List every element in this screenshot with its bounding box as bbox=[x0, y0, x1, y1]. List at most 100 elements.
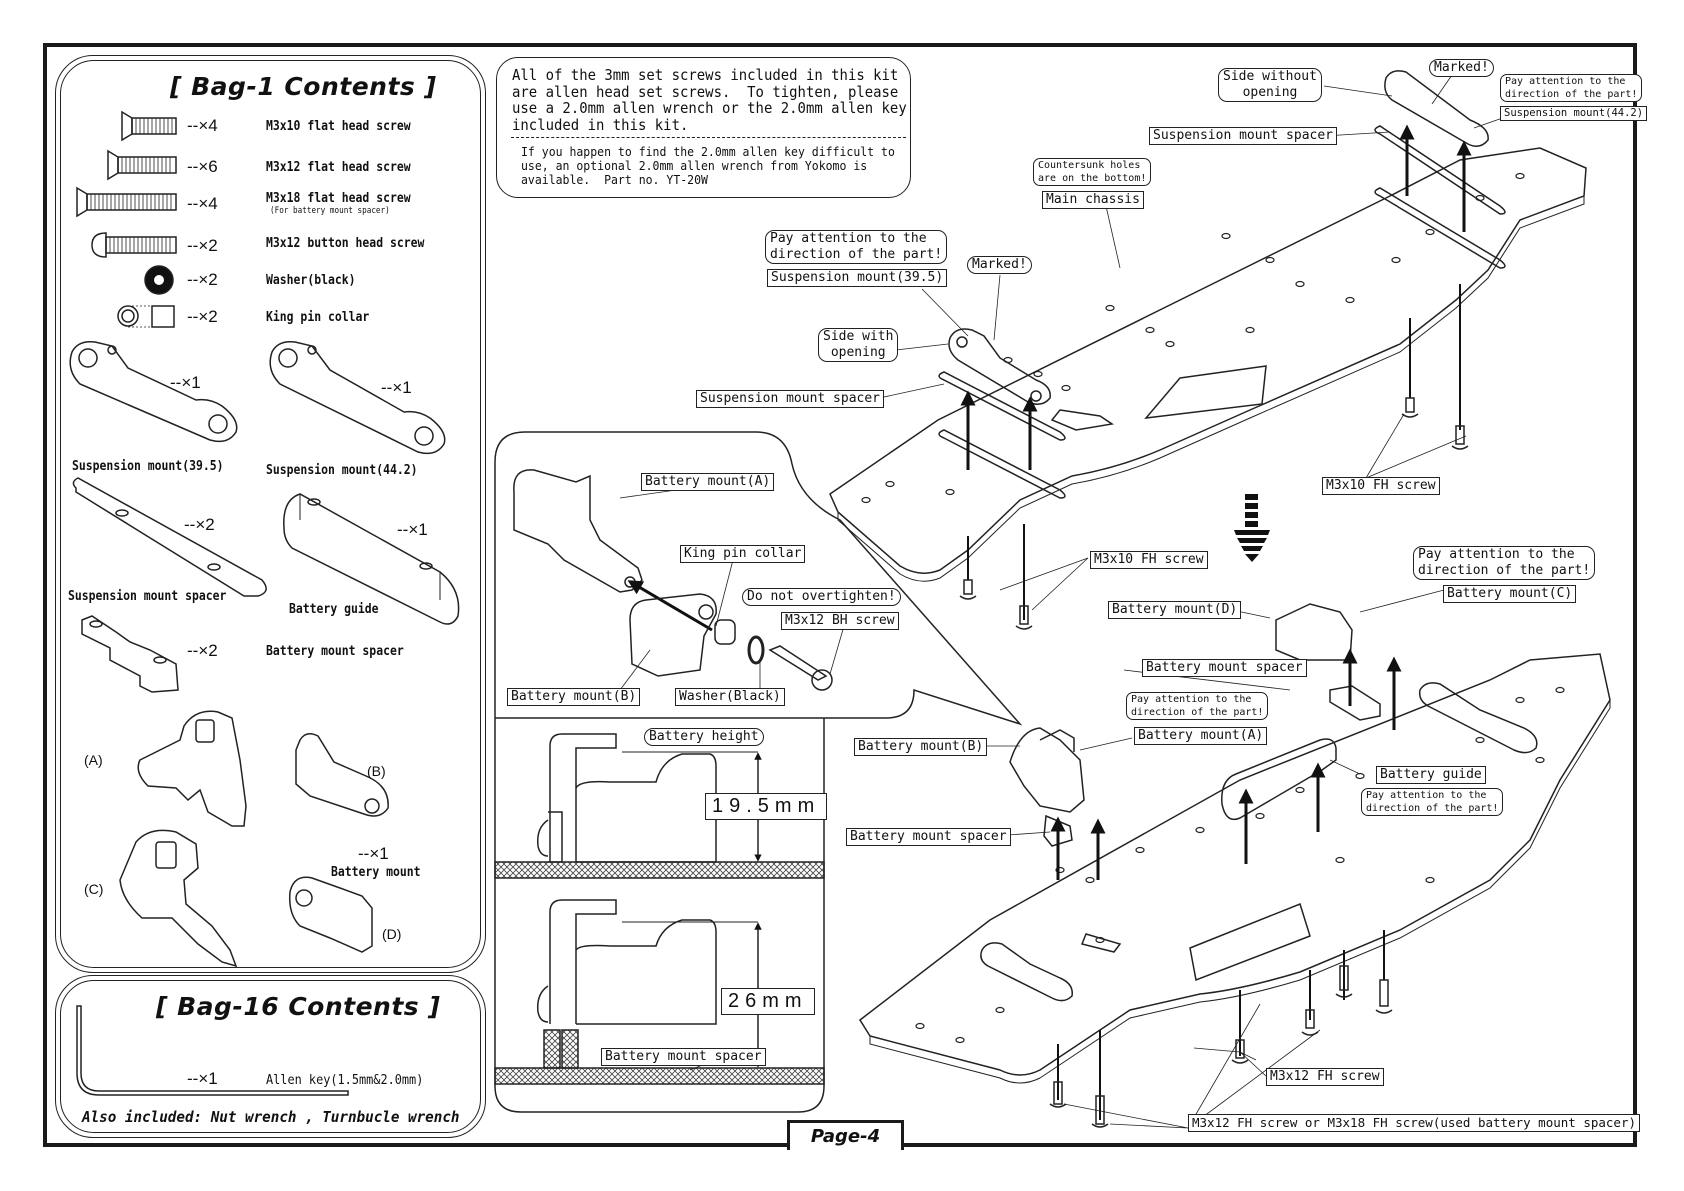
detail-bh-screw bbox=[768, 645, 833, 691]
height-diagram-bottom bbox=[494, 899, 825, 1085]
battery-mount-variant-label: (D) bbox=[382, 926, 402, 942]
battery-mount-qty: --×1 bbox=[358, 844, 389, 863]
detail-battery-mount-b bbox=[629, 593, 717, 677]
bag1-item-name: Washer(black) bbox=[266, 273, 356, 288]
battery-mount-b-drawing bbox=[295, 733, 389, 817]
bag1-item-qty: --×6 bbox=[187, 157, 218, 176]
bag1-part-name: Suspension mount(44.2) bbox=[266, 463, 418, 478]
battery-mount-name: Battery mount bbox=[331, 865, 421, 880]
detail-king-pin-collar bbox=[714, 619, 736, 645]
upper-chassis-holes bbox=[861, 172, 1525, 504]
also-included-text: Also included: Nut wrench , Turnbucle wr… bbox=[82, 1108, 460, 1126]
battery-mount-variant-label: (C) bbox=[84, 881, 104, 897]
upper-main-chassis bbox=[829, 147, 1587, 582]
button-head-screw-icon bbox=[91, 232, 177, 258]
bag1-part-qty: --×2 bbox=[184, 515, 215, 534]
lower-suspension-mounts bbox=[980, 682, 1538, 1002]
bag1-item-name: M3x12 flat head screw bbox=[266, 160, 411, 175]
battery-mount-variant-label: (B) bbox=[367, 763, 386, 779]
bag1-part-qty: --×1 bbox=[381, 378, 412, 397]
bag1-item-name: M3x18 flat head screw bbox=[266, 191, 411, 206]
bag1-item-qty: --×4 bbox=[187, 194, 218, 213]
lower-battery-parts bbox=[1009, 603, 1381, 847]
bag1-item-qty: --×2 bbox=[187, 270, 218, 289]
allen-key-info-box: All of the 3mm set screws included in th… bbox=[496, 57, 911, 198]
detail-washer bbox=[747, 635, 765, 665]
bag1-part-name: Suspension mount(39.5) bbox=[72, 459, 224, 474]
label-m3x12-or-m3x18-fh-screw: M3x12 FH screw or M3x18 FH screw(used ba… bbox=[1188, 1114, 1641, 1132]
note-pay-attention: Pay attention to the direction of the pa… bbox=[1413, 546, 1596, 580]
label-main-chassis: Main chassis bbox=[1042, 191, 1144, 209]
note-countersunk-holes: Countersunk holes are on the bottom! bbox=[1033, 158, 1152, 186]
step-down-arrow-icon bbox=[1234, 494, 1270, 562]
label-battery-mount-spacer: Battery mount spacer bbox=[1142, 659, 1307, 677]
allen-key-drawing bbox=[76, 1005, 349, 1096]
note-pay-attention: Pay attention to the direction of the pa… bbox=[1500, 74, 1643, 102]
note-side-without-opening: Side without opening bbox=[1218, 68, 1322, 102]
lower-arrows-and-screws bbox=[1049, 648, 1402, 1128]
info-main-text: All of the 3mm set screws included in th… bbox=[512, 66, 907, 134]
king-pin-collar-icon bbox=[117, 305, 175, 328]
bag1-item-name: M3x10 flat head screw bbox=[266, 119, 411, 134]
label-m3x12-bh-screw: M3x12 BH screw bbox=[781, 612, 899, 630]
bag16-item-qty: --×1 bbox=[187, 1069, 218, 1088]
m3x18-screw-icon bbox=[76, 186, 177, 218]
dimension-26mm: 26mm bbox=[721, 988, 815, 1015]
bag1-item-qty: --×4 bbox=[187, 116, 218, 135]
info-extra-text: If you happen to find the 2.0mm allen ke… bbox=[521, 144, 895, 187]
battery-mount-variant-label: (A) bbox=[84, 752, 103, 768]
m3x12-screw-icon bbox=[107, 149, 177, 181]
m3x10-screw-icon bbox=[121, 110, 177, 142]
upper-arrows-and-screws bbox=[959, 124, 1472, 630]
suspension-mount-39-drawing bbox=[69, 340, 238, 443]
bag16-title: [ Bag-16 Contents ] bbox=[156, 992, 441, 1021]
label-battery-mount-spacer: Battery mount spacer bbox=[601, 1048, 766, 1066]
note-marked: Marked! bbox=[967, 256, 1032, 274]
label-battery-mount-b: Battery mount(B) bbox=[507, 688, 641, 706]
note-pay-attention: Pay attention to the direction of the pa… bbox=[765, 230, 948, 264]
bag16-item-name: Allen key(1.5mm&2.0mm) bbox=[266, 1072, 424, 1088]
info-divider bbox=[511, 137, 906, 138]
battery-mount-d-drawing bbox=[288, 876, 373, 953]
note-pay-attention: Pay attention to the direction of the pa… bbox=[1126, 692, 1269, 720]
height-diagram-top bbox=[494, 733, 825, 879]
label-battery-mount-b: Battery mount(B) bbox=[854, 738, 988, 756]
label-suspension-mount-39: Suspension mount(39.5) bbox=[767, 269, 948, 287]
upper-suspension-mounts bbox=[948, 70, 1489, 405]
dimension-19-5mm: 19.5mm bbox=[705, 793, 828, 820]
detail-inset-border bbox=[494, 431, 1023, 726]
label-king-pin-collar: King pin collar bbox=[680, 545, 806, 563]
note-pay-attention: Pay attention to the direction of the pa… bbox=[1361, 788, 1504, 816]
assembly-arrow bbox=[627, 580, 713, 632]
suspension-mount-spacer-drawing bbox=[72, 477, 267, 597]
lower-main-chassis bbox=[859, 653, 1611, 1084]
bag16-contents-panel bbox=[55, 975, 486, 1138]
bag1-item-name: M3x12 button head screw bbox=[266, 236, 425, 251]
label-battery-mount-a: Battery mount(A) bbox=[641, 473, 775, 491]
label-battery-mount-d: Battery mount(D) bbox=[1108, 601, 1242, 619]
bag1-part-name: Battery mount spacer bbox=[266, 644, 404, 659]
label-battery-mount-spacer: Battery mount spacer bbox=[846, 828, 1011, 846]
upper-suspension-spacers bbox=[938, 125, 1506, 499]
bag1-part-name: Suspension mount spacer bbox=[68, 589, 227, 604]
note-marked: Marked! bbox=[1429, 59, 1494, 77]
battery-mount-c-drawing bbox=[119, 829, 238, 968]
detail-battery-mount-a bbox=[513, 469, 643, 593]
label-suspension-mount-spacer: Suspension mount spacer bbox=[696, 390, 885, 408]
label-m3x12-fh-screw: M3x12 FH screw bbox=[1266, 1068, 1384, 1086]
bag1-item-name: King pin collar bbox=[266, 310, 370, 325]
battery-mount-a-drawing bbox=[137, 710, 247, 827]
bag1-item-qty: --×2 bbox=[187, 307, 218, 326]
bag1-item-qty: --×2 bbox=[187, 236, 218, 255]
bag1-part-name: Battery guide bbox=[289, 602, 379, 617]
battery-mount-spacer-drawing bbox=[81, 615, 179, 693]
bag1-contents-panel bbox=[55, 55, 486, 973]
bag1-item-note: (For battery mount spacer) bbox=[270, 206, 390, 216]
bag1-part-qty: --×2 bbox=[187, 641, 218, 660]
label-battery-mount-c: Battery mount(C) bbox=[1443, 585, 1577, 603]
washer-icon bbox=[144, 265, 174, 295]
bag1-title: [ Bag-1 Contents ] bbox=[170, 72, 437, 101]
note-battery-height: Battery height bbox=[644, 728, 764, 746]
note-do-not-overtighten: Do not overtighten! bbox=[742, 588, 901, 606]
